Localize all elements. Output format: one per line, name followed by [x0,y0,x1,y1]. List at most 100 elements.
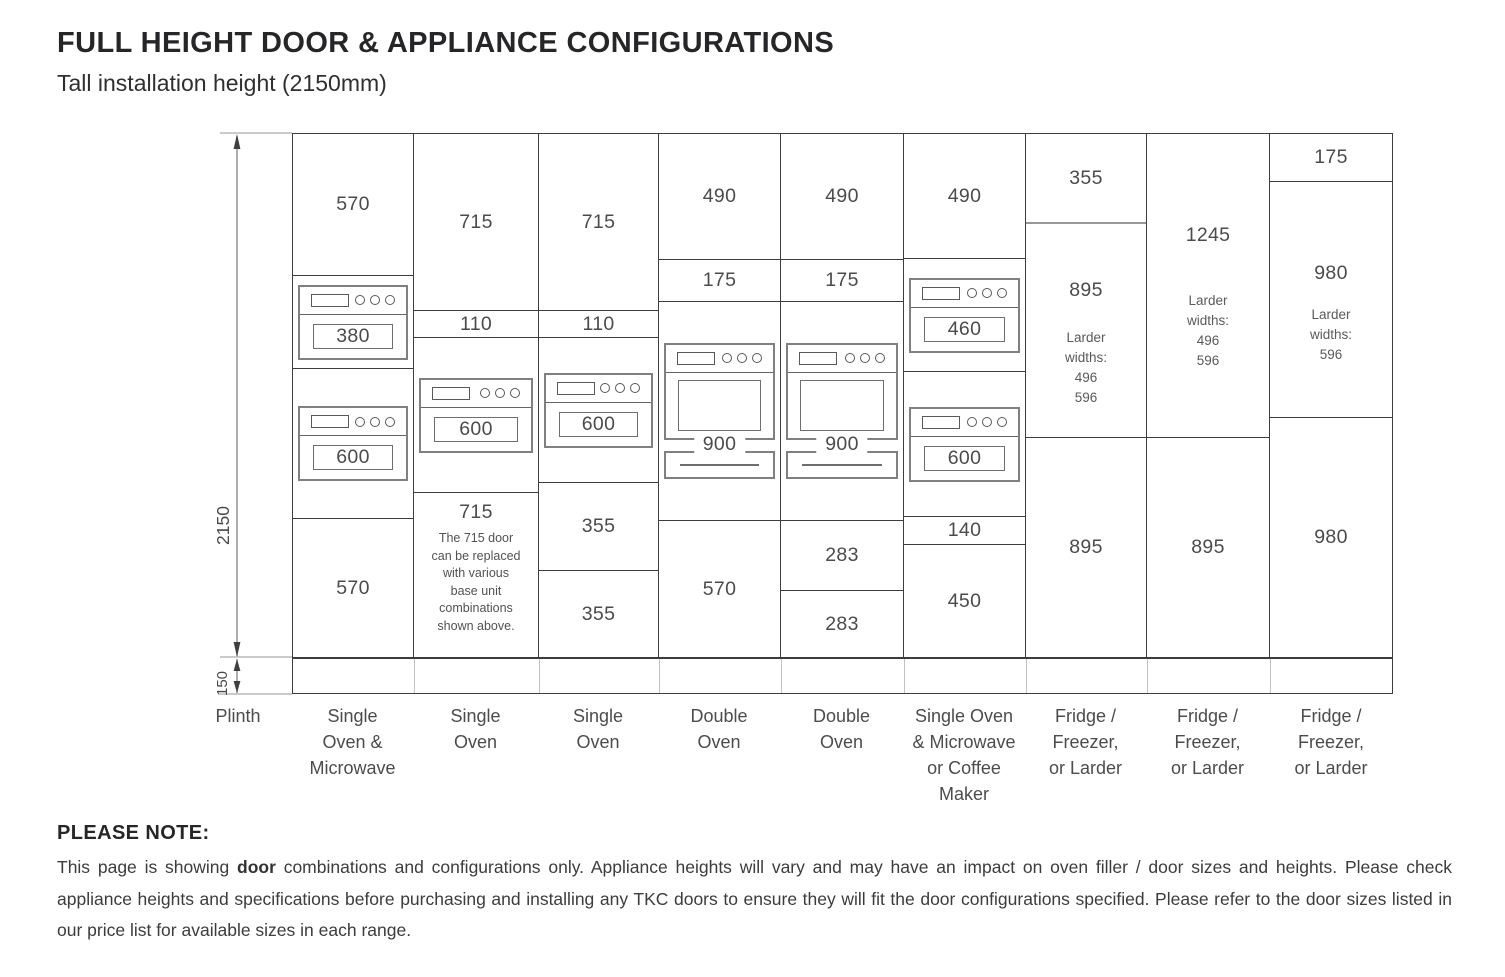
oven-knobs [967,417,1007,427]
filler-cell: 175 [781,259,903,301]
plinth-strip [292,658,1393,694]
door-size: 895 [1069,279,1103,301]
oven-control-panel [911,409,1018,437]
oven-knobs [480,388,520,398]
oven-display [557,381,595,395]
double-oven-cell: 900 [659,301,780,520]
double-oven-icon: 900 [786,342,898,479]
appliance-size: 600 [459,417,493,440]
column-label-fridge-larder-2: Fridge / Freezer, or Larder [1170,706,1245,778]
door-cell: 570 [293,134,413,275]
microwave-display [311,293,349,307]
oven-window: 600 [434,416,518,442]
oven-display [922,415,960,429]
door-size: 715 [459,210,493,233]
column-fridge-larder-2: 1245 Larder widths: 496 596 895 [1146,133,1269,658]
double-oven-icon: 900 [664,342,775,479]
microwave-cell: 380 [293,275,413,368]
larder-cell: 895 Larder widths: 496 596 [1026,222,1146,437]
oven-window: 600 [559,411,638,437]
column-label-single-oven-microwave: Single Oven & Microwave [309,706,396,778]
oven-control-panel [421,380,531,408]
column-label-single-oven-1: Single Oven [450,706,501,752]
door-cell: 490 [659,134,780,259]
door-size: 490 [825,185,859,207]
oven-display [799,351,837,365]
door-cell: 355 [539,570,658,657]
oven-window [678,379,761,431]
column-single-oven-microwave: 570 380 600 570 [292,133,413,658]
height-dimension-lines: 2150 150 [213,132,292,696]
note-heading: PLEASE NOTE: [57,822,210,844]
microwave-knobs [355,295,395,305]
filler-cell: 175 [1270,134,1392,181]
door-size: 283 [825,612,859,635]
note-paragraph: This page is showing door combinations a… [57,852,1452,947]
microwave-control-panel [300,287,406,315]
note-text-prefix: This page is showing [57,857,238,877]
filler-cell: 175 [659,259,780,301]
column-double-oven-1: 490 175 900 570 [658,133,780,658]
double-oven-cell: 900 [781,301,903,520]
filler-cell: 110 [414,310,538,337]
oven-knobs [600,383,640,393]
double-oven-upper [664,342,775,440]
door-size: 570 [336,576,370,599]
replacement-note: The 715 door can be replaced with variou… [431,531,521,633]
oven-display [432,386,470,400]
door-cell: 570 [659,520,780,657]
column-fridge-larder-1: 355 895 Larder widths: 496 596 895 [1025,133,1146,658]
microwave-window: 460 [924,316,1005,342]
page-subtitle: Tall installation height (2150mm) [57,70,387,96]
larder-cell: 1245 Larder widths: 496 596 [1147,134,1269,437]
dimension-150: 150 [214,671,231,696]
note-text-suffix: combinations and configurations only. Ap… [57,857,1452,940]
column-single-oven-microwave-coffee: 490 460 600 140 450 [903,133,1025,658]
door-cell: 715 [539,134,658,310]
door-size: 1245 [1185,224,1231,246]
door-size: 355 [1069,166,1103,189]
oven-control-panel [788,345,896,373]
column-double-oven-2: 490 175 900 283 283 [780,133,903,658]
oven-control-panel [300,408,406,436]
oven-cell: 600 [904,371,1025,516]
oven-display [311,415,349,428]
oven-window: 600 [313,445,393,470]
door-cell: 490 [781,134,903,259]
door-size: 450 [947,589,982,612]
filler-size: 140 [947,519,982,541]
door-cell: 283 [781,520,903,590]
oven-knobs [355,416,395,427]
dimension-2150: 2150 [213,506,233,545]
column-single-oven-1: 715 110 600 715 The 715 door can be repl… [413,133,538,658]
microwave-window: 380 [313,323,393,349]
appliance-size: 900 [816,433,868,457]
oven-icon: 600 [544,372,653,448]
oven-cell: 600 [539,337,658,482]
column-label-single-oven-2: Single Oven [572,706,624,752]
door-size: 980 [1314,526,1348,548]
door-cell: 355 [539,482,658,570]
door-size: 283 [825,544,859,566]
microwave-icon: 380 [298,284,408,360]
plinth-label: Plinth [215,706,261,726]
door-cell: 895 [1147,437,1269,657]
door-size: 980 [1314,262,1348,284]
oven-icon: 600 [909,406,1020,482]
filler-cell: 110 [539,310,658,337]
oven-window [800,379,884,431]
microwave-icon: 460 [909,277,1020,353]
appliance-size: 460 [947,317,982,340]
oven-cell: 600 [414,337,538,492]
column-single-oven-2: 715 110 600 355 355 [538,133,658,658]
column-label-fridge-larder-1: Fridge / Freezer, or Larder [1048,706,1123,778]
door-cell: 490 [904,134,1025,258]
door-size: 715 [581,210,616,233]
oven-window [802,463,882,466]
column-label-single-oven-microwave-coffee: Single Oven & Microwave or Coffee Maker [912,706,1016,804]
door-cell: 283 [781,590,903,657]
column-label-double-oven-1: Double Oven [690,706,748,752]
oven-cell: 600 [293,368,413,518]
filler-size: 110 [460,312,492,335]
